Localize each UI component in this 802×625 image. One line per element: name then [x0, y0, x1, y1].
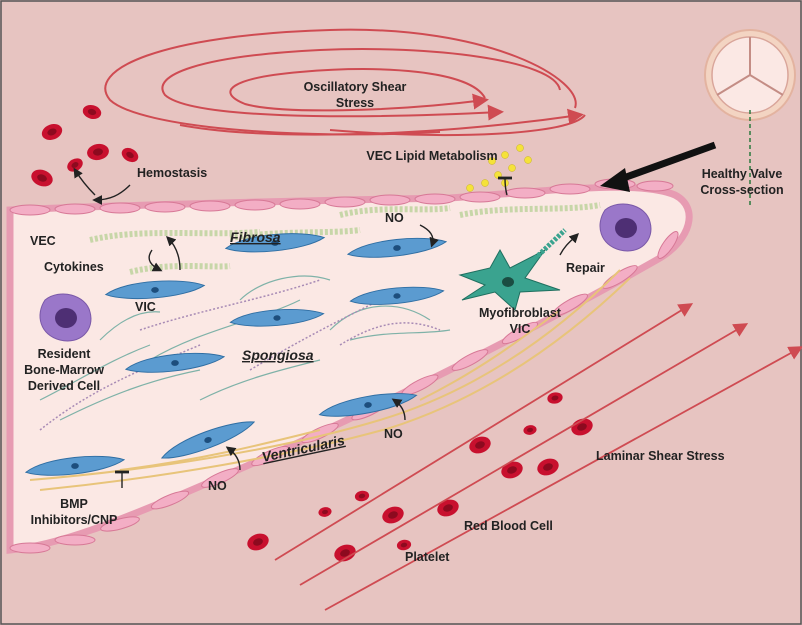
bmp-label-1: BMP: [60, 497, 88, 511]
rbc-label: Red Blood Cell: [464, 519, 553, 533]
myofibroblast-label-2: VIC: [510, 322, 531, 336]
healthy-valve-label-2: Cross-section: [700, 183, 783, 197]
fibrosa-label: Fibrosa: [230, 229, 281, 245]
repair-label: Repair: [566, 261, 605, 275]
oscillatory-label-1: Oscillatory Shear: [304, 80, 407, 94]
spongiosa-label: Spongiosa: [242, 347, 314, 363]
myofibroblast-label-1: Myofibroblast: [479, 306, 562, 320]
resident-label-2: Bone-Marrow: [24, 363, 104, 377]
vec-label: VEC: [30, 234, 56, 248]
no-label-mid: NO: [208, 479, 227, 493]
cytokines-label: Cytokines: [44, 260, 104, 274]
resident-label-1: Resident: [38, 347, 92, 361]
vec-lipid-label: VEC Lipid Metabolism: [366, 149, 497, 163]
bmp-label-2: Inhibitors/CNP: [31, 513, 118, 527]
oscillatory-label-2: Stress: [336, 96, 374, 110]
vic-label: VIC: [135, 300, 156, 314]
no-label-top: NO: [385, 211, 404, 225]
no-label-bottom: NO: [384, 427, 403, 441]
hemostasis-label: Hemostasis: [137, 166, 207, 180]
resident-label-3: Derived Cell: [28, 379, 100, 393]
laminar-shear-label: Laminar Shear Stress: [596, 449, 725, 463]
platelet-label: Platelet: [405, 550, 450, 564]
healthy-valve-label-1: Healthy Valve: [702, 167, 783, 181]
